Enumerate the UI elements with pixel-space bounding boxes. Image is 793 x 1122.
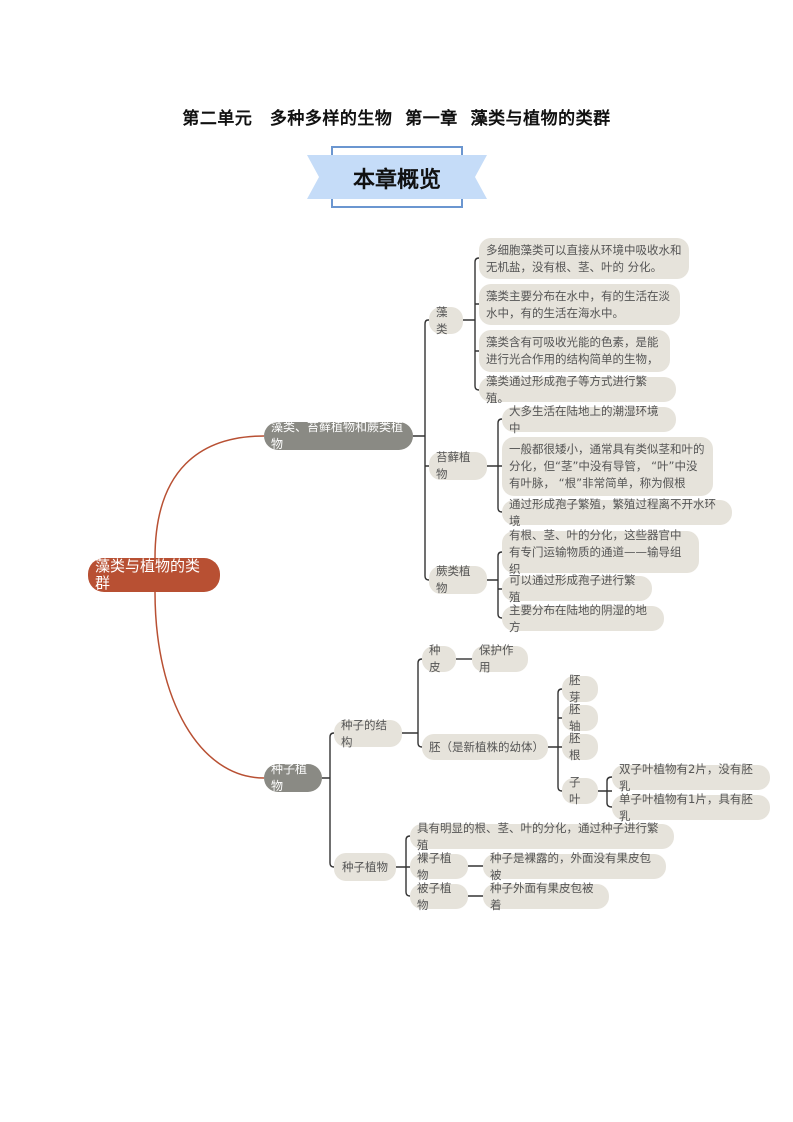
node-gymnosperm: 裸子植物	[410, 851, 468, 882]
algae-item: 藻类主要分布在水中，有的生活在淡水中，有的生活在海水中。	[479, 284, 680, 325]
node-fern: 蕨类植物	[429, 564, 487, 595]
moss-item: 通过形成孢子繁殖，繁殖过程离不开水环境	[502, 497, 732, 528]
cotyledon-item: 双子叶植物有2片，没有胚乳	[612, 762, 770, 793]
chapter-banner	[307, 146, 487, 208]
root-connectors	[154, 435, 265, 779]
angiosperm-desc: 种子外面有果皮包被着	[483, 881, 609, 912]
bracket-lines	[322, 257, 613, 897]
algae-item: 藻类含有可吸收光能的色素，是能进行光合作用的结构简单的生物，	[479, 330, 670, 372]
node-seed-plant-types: 种子植物	[334, 853, 396, 881]
node-angiosperm: 被子植物	[410, 881, 468, 912]
algae-item: 多细胞藻类可以直接从环境中吸收水和无机盐，没有根、茎、叶的 分化。	[479, 238, 689, 279]
embryo-part-cotyledon: 子叶	[562, 775, 598, 806]
embryo-part-hypocotyl: 胚轴	[562, 702, 598, 733]
cotyledon-item: 单子叶植物有1片，具有胚乳	[612, 792, 770, 823]
page-title: 第二单元 多种多样的生物 第一章 藻类与植物的类群	[182, 109, 611, 129]
branch-algae-moss-fern: 藻类、苔藓植物和蕨类植物	[264, 420, 413, 451]
algae-item: 藻类通过形成孢子等方式进行繁殖。	[479, 374, 676, 405]
gymnosperm-desc: 种子是裸露的，外面没有果皮包被	[483, 851, 666, 882]
chapter-overview-banner: 本章概览	[352, 168, 441, 193]
embryo-part-plumule: 胚芽	[562, 673, 598, 704]
embryo-part-radicle: 胚根	[562, 731, 598, 762]
moss-item: 大多生活在陆地上的潮湿环境中	[502, 404, 676, 435]
node-moss: 苔藓植物	[429, 450, 487, 481]
seed-coat-function: 保护作用	[472, 643, 528, 674]
seed-plant-feature: 具有明显的根、茎、叶的分化，通过种子进行繁殖	[410, 821, 674, 852]
node-embryo: 胚（是新植株的幼体）	[422, 734, 548, 760]
fern-item: 主要分布在陆地的阴湿的地方	[502, 603, 664, 634]
node-seed-structure: 种子的结构	[334, 718, 402, 749]
moss-item: 一般都很矮小，通常具有类似茎和叶的分化，但“茎”中没有导管， “叶”中没有叶脉，…	[502, 437, 713, 496]
node-algae: 藻类	[429, 305, 463, 336]
branch-seed-plants: 种子植物	[264, 762, 322, 793]
fern-item: 有根、茎、叶的分化，这些器官中有专门运输物质的通道——输导组织	[502, 528, 699, 576]
root-node: 藻类与植物的类群	[88, 558, 220, 592]
fern-item: 可以通过形成孢子进行繁殖	[502, 573, 652, 604]
node-seed-coat: 种皮	[422, 643, 456, 674]
